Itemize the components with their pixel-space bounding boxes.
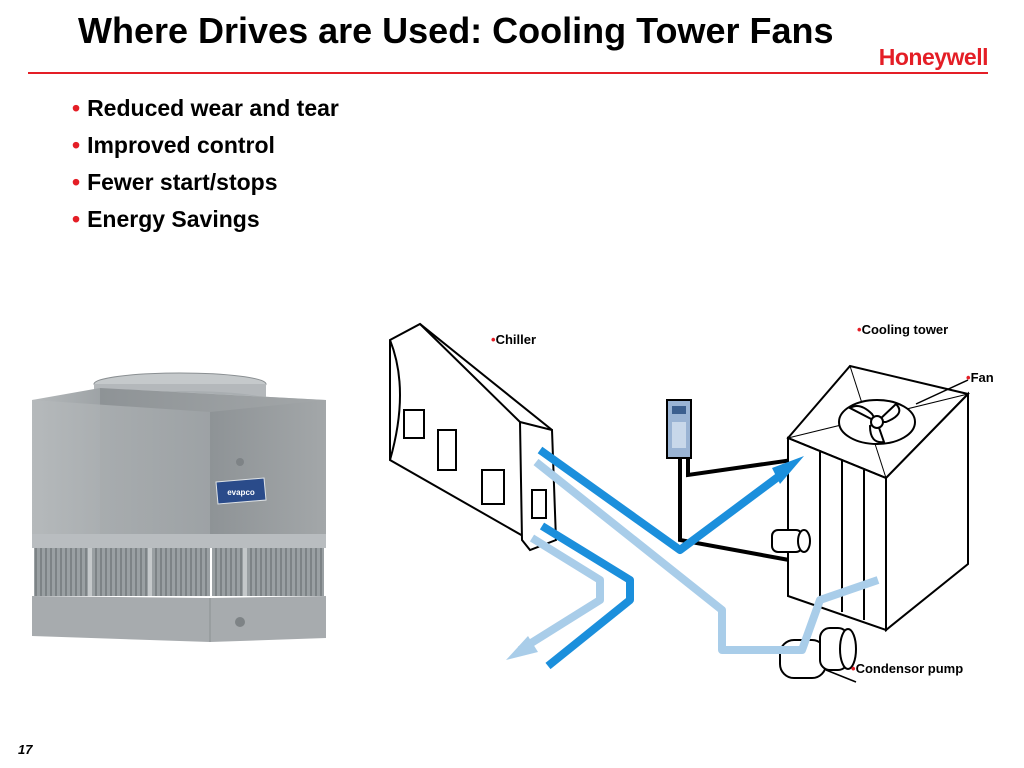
- label-chiller: •Chiller: [491, 332, 536, 347]
- label-text: Fan: [970, 370, 994, 385]
- cooling-tower-photo: evapco: [32, 372, 326, 642]
- bullet-item: •Fewer start/stops: [72, 166, 339, 203]
- honeywell-logo: Honeywell: [878, 44, 989, 70]
- bullet-dot: •: [72, 132, 81, 158]
- bullet-text: Improved control: [87, 132, 275, 158]
- label-fan: •Fan: [966, 370, 994, 385]
- return-water-flow: [517, 458, 880, 654]
- bullet-text: Energy Savings: [87, 206, 260, 232]
- variable-frequency-drive: [666, 399, 692, 459]
- title-divider: [28, 72, 988, 74]
- label-condensor-pump: •Condensor pump: [851, 661, 963, 676]
- evapco-brand-plate: evapco: [227, 488, 255, 497]
- bullet-item: •Reduced wear and tear: [72, 92, 339, 129]
- supply-water-flow: [537, 446, 785, 670]
- bullet-dot: •: [966, 370, 971, 385]
- fan-motor: [771, 529, 811, 553]
- arrow-icon: [506, 636, 538, 660]
- bullet-item: •Improved control: [72, 129, 339, 166]
- bullet-text: Reduced wear and tear: [87, 95, 339, 121]
- bullet-dot: •: [72, 206, 81, 232]
- bullet-item: •Energy Savings: [72, 203, 339, 240]
- bullet-text: Fewer start/stops: [87, 169, 278, 195]
- page-number: 17: [18, 742, 33, 757]
- label-text: Chiller: [495, 332, 537, 347]
- bullet-dot: •: [72, 95, 81, 121]
- cooling-system-diagram: [389, 322, 970, 683]
- label-text: Condensor pump: [855, 661, 964, 676]
- bullet-dot: •: [851, 661, 856, 676]
- bullet-dot: •: [72, 169, 81, 195]
- arrow-icon: [772, 456, 804, 484]
- bullet-dot: •: [857, 322, 862, 337]
- fan-icon: [838, 399, 916, 445]
- label-cooling-tower: •Cooling tower: [857, 322, 948, 337]
- bullet-list: •Reduced wear and tear •Improved control…: [72, 92, 339, 240]
- bullet-dot: •: [491, 332, 496, 347]
- chiller-unit: [389, 322, 558, 552]
- slide-title: Where Drives are Used: Cooling Tower Fan…: [78, 10, 834, 51]
- label-text: Cooling tower: [861, 322, 949, 337]
